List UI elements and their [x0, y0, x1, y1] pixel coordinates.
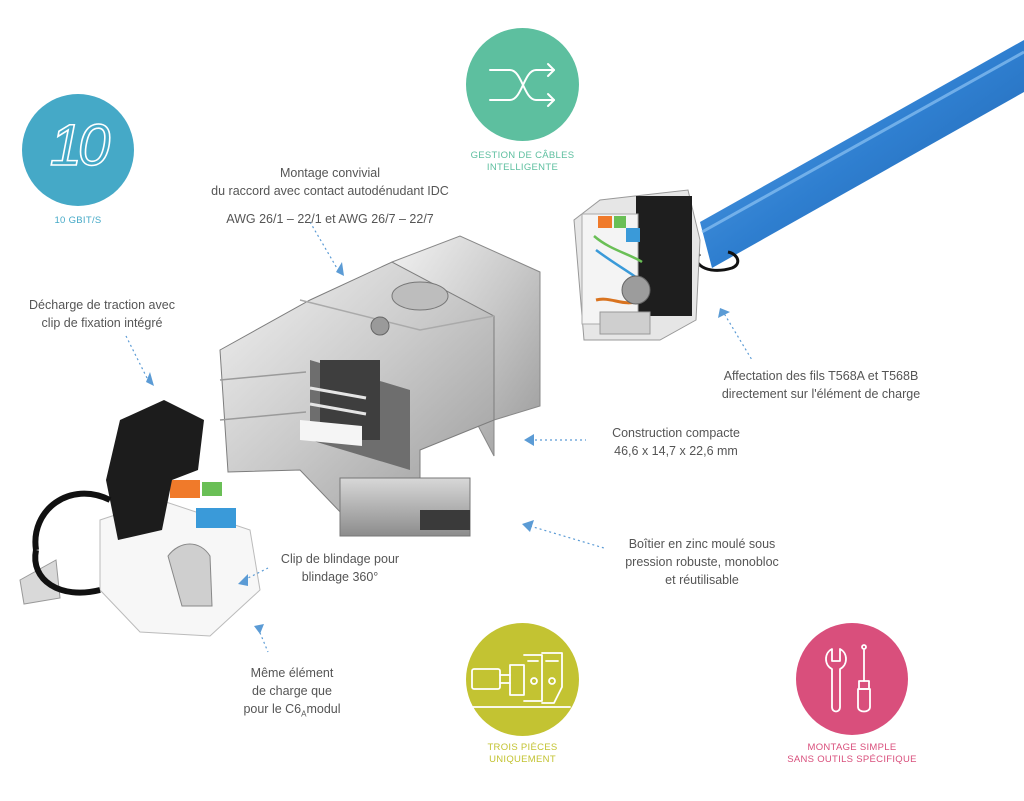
annotation-idc-awg: AWG 26/1 – 22/1 et AWG 26/7 – 22/7: [226, 212, 434, 226]
annotation-arrowheads: [146, 262, 730, 634]
three-parts-icon: [471, 652, 571, 708]
annotation-shield-clip-line2: blindage 360°: [301, 570, 379, 584]
speed-badge-number: 10: [49, 112, 111, 179]
annotation-housing-line1: Boîtier en zinc moulé sous: [628, 537, 776, 551]
annotation-wire-assignment-line2: directement sur l'élément de charge: [721, 387, 921, 401]
cable-management-caption: GESTION DE CÂBLES INTELLIGENTE: [452, 150, 593, 174]
annotation-housing: Boîtier en zinc moulé sous pression robu…: [602, 535, 802, 589]
annotation-idc: Montage convivial du raccord avec contac…: [170, 164, 490, 228]
zinc-housing: [219, 235, 541, 537]
annotation-wire-assignment: Affectation des fils T568A et T568B dire…: [716, 367, 926, 403]
annotation-housing-line3: et réutilisable: [665, 573, 739, 587]
c6a-subscript: A: [301, 709, 307, 719]
annotation-strain-relief-line1: Décharge de traction avec: [29, 298, 175, 312]
three-parts-badge: [466, 623, 579, 736]
speed-badge-caption: 10 GBIT/s: [54, 215, 102, 226]
three-parts-caption-line1: TROIS PIÈCES: [487, 742, 558, 753]
c6a-suffix: modul: [306, 702, 341, 716]
three-parts-caption: TROIS PIÈCES UNIQUEMENT: [452, 742, 593, 766]
annotation-compact-line1: Construction compacte: [612, 426, 740, 440]
cable-management-badge: [466, 28, 579, 141]
annotation-leaders: [125, 221, 753, 653]
annotation-idc-line1: Montage convivial: [279, 166, 381, 180]
annotation-same-element-line1: Même élément: [250, 666, 334, 680]
load-element-front: [19, 400, 261, 637]
annotation-same-element: Même élément de charge que pour le C6Amo…: [222, 664, 362, 724]
ethernet-cable: [695, 40, 1024, 272]
c6a-prefix: pour le C6: [243, 702, 302, 716]
easy-mounting-badge: [796, 623, 908, 735]
annotation-shield-clip: Clip de blindage pour blindage 360°: [260, 550, 420, 586]
annotation-shield-clip-line1: Clip de blindage pour: [280, 552, 400, 566]
easy-mounting-caption-line1: MONTAGE SIMPLE: [807, 742, 897, 753]
easy-mounting-caption: MONTAGE SIMPLE SANS OUTILS SPÉCIFIQUE: [772, 742, 932, 766]
cable-management-caption-line1: GESTION DE CÂBLES: [470, 150, 575, 161]
annotation-strain-relief: Décharge de traction avec clip de fixati…: [12, 296, 192, 332]
tools-icon: [825, 644, 871, 713]
three-parts-caption-line2: UNIQUEMENT: [489, 754, 556, 765]
annotation-compact-line2: 46,6 x 14,7 x 22,6 mm: [614, 444, 738, 458]
annotation-housing-line2: pression robuste, monobloc: [625, 555, 779, 569]
annotation-compact: Construction compacte 46,6 x 14,7 x 22,6…: [596, 424, 756, 460]
annotation-wire-assignment-line1: Affectation des fils T568A et T568B: [723, 369, 919, 383]
annotation-same-element-line2: de charge que: [252, 684, 332, 698]
annotation-same-element-line3: pour le C6Amodul: [222, 700, 362, 724]
load-element-rear: [573, 189, 701, 341]
cable-management-caption-line2: INTELLIGENTE: [486, 162, 559, 173]
shuffle-icon: [489, 63, 555, 107]
speed-badge: 10: [22, 94, 134, 206]
annotation-strain-relief-line2: clip de fixation intégré: [41, 316, 163, 330]
easy-mounting-caption-line2: SANS OUTILS SPÉCIFIQUE: [787, 754, 917, 765]
annotation-idc-line2: du raccord avec contact autodénudant IDC: [211, 184, 449, 198]
